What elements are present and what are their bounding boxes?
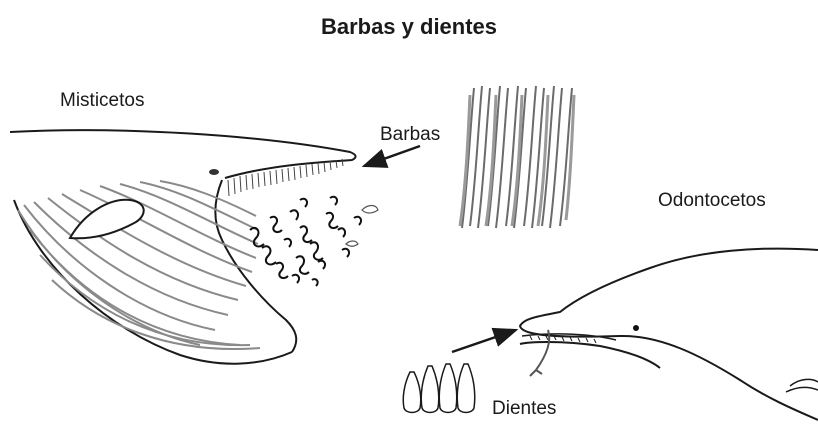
tooth-4: [456, 363, 476, 414]
throat-pleats: [17, 180, 261, 350]
dolphin-lower-jaw: [519, 341, 661, 369]
baleen-fringe: [227, 158, 344, 197]
whale-mouth-edge: [214, 179, 298, 353]
baleen-plates-detail: [461, 85, 573, 229]
whale-flipper: [68, 198, 145, 240]
diagram-title: Barbas y dientes: [320, 14, 498, 39]
label-dientes: Dientes: [492, 398, 557, 419]
dolphin-teeth: [529, 335, 597, 344]
label-odontocetos: Odontocetos: [658, 190, 766, 211]
tooth-2: [420, 365, 440, 414]
dolphin-flipper-curl: [785, 378, 818, 393]
dolphin-eye: [633, 325, 639, 331]
label-misticetos: Misticetos: [60, 90, 145, 111]
arrow-barbas: [361, 144, 421, 168]
whale-eye: [209, 169, 219, 175]
dolphin: [518, 247, 818, 421]
whale-lower-outline: [13, 199, 293, 365]
label-barbas: Barbas: [380, 124, 441, 145]
arrow-dientes: [451, 327, 519, 354]
dolphin-outline: [518, 247, 818, 421]
tooth-3: [438, 363, 458, 414]
fish-in-mouth: [529, 329, 551, 377]
teeth-detail: [402, 363, 476, 414]
baleen-whale: [9, 129, 357, 365]
small-fish-2: [345, 240, 359, 247]
tooth-1: [402, 371, 422, 414]
dolphin-mouth-line: [521, 333, 617, 341]
krill-cluster: [249, 195, 363, 287]
baleen-plate-tips: [458, 94, 576, 227]
whale-upper-jaw: [9, 129, 357, 179]
small-fish-1: [361, 204, 379, 214]
